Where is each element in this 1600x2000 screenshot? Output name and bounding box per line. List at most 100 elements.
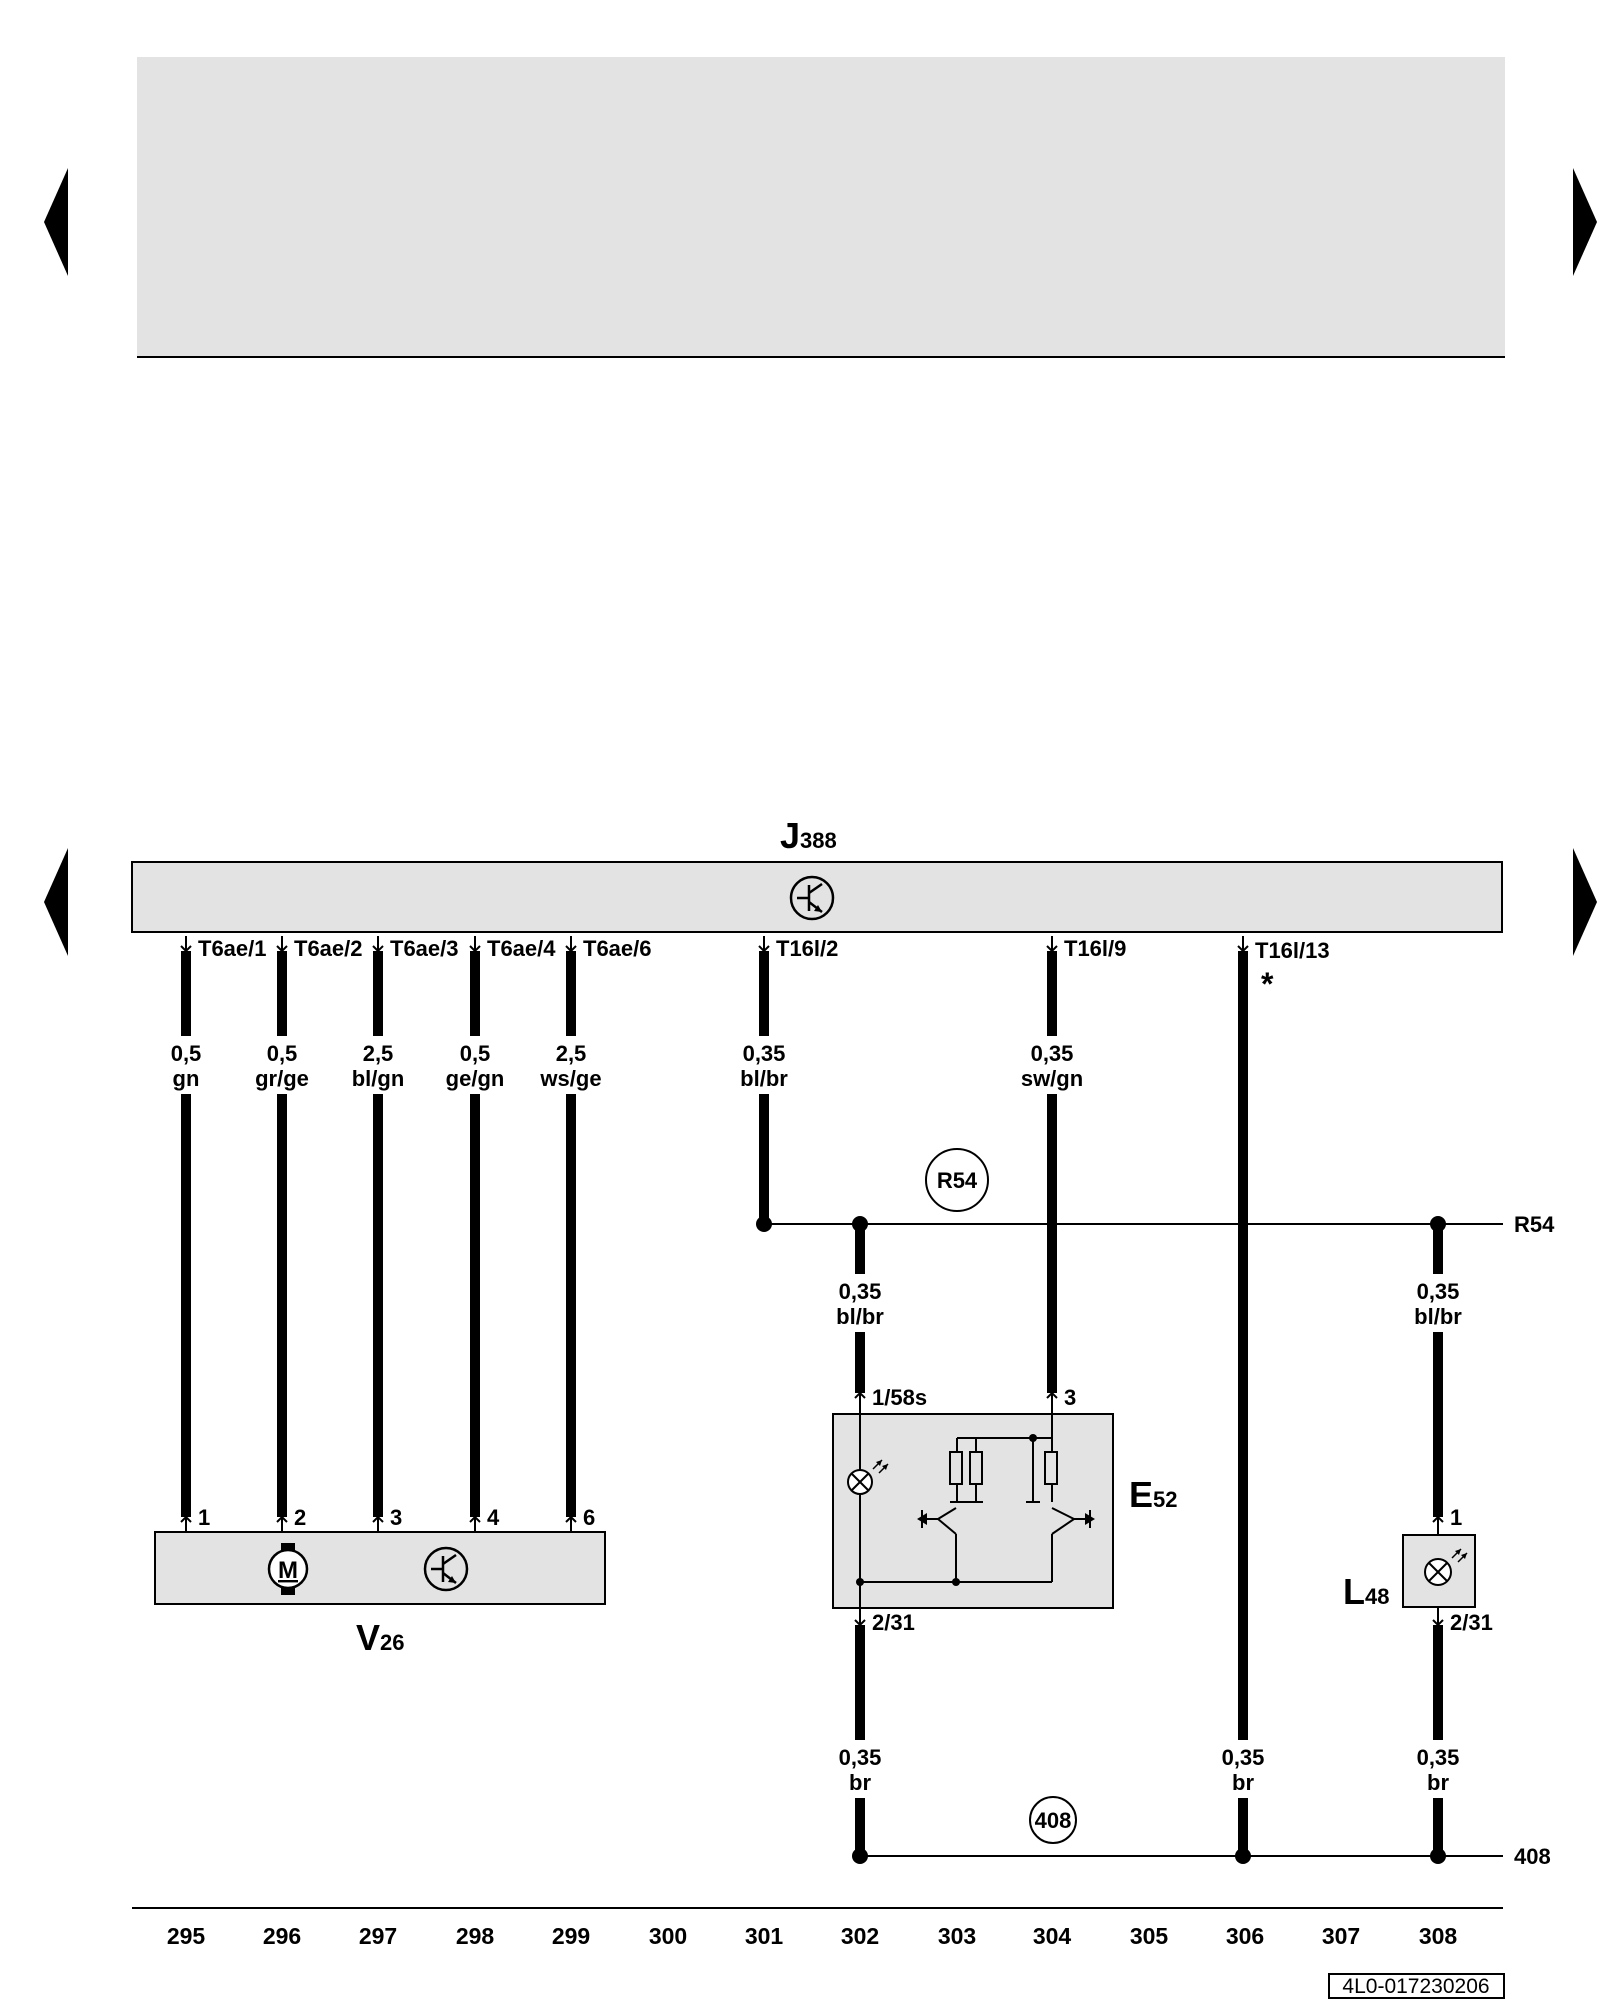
v26-pin-6: 6	[583, 1505, 595, 1530]
r54-right-label: R54	[1514, 1212, 1555, 1237]
wire-color-296: gr/ge	[255, 1066, 309, 1091]
pin-label-t6ae-4: T6ae/4	[487, 936, 556, 961]
v26-pins	[180, 1515, 577, 1532]
column-number: 295	[167, 1923, 206, 1949]
column-number: 307	[1322, 1923, 1360, 1949]
wire-color-302-top: bl/br	[836, 1304, 884, 1329]
wire-302-bottom-label-mask	[830, 1740, 890, 1798]
ground-junction-302	[852, 1848, 868, 1864]
v26-pin-1: 1	[198, 1505, 210, 1530]
pin-label-t6ae-6: T6ae/6	[583, 936, 652, 961]
column-numbers: 295 296 297 298 299 300 301 302 303 304 …	[167, 1923, 1458, 1949]
e52-pin-2-31: 2/31	[872, 1610, 915, 1635]
wire-size-299: 2,5	[556, 1041, 587, 1066]
wire-color-298: ge/gn	[446, 1066, 505, 1091]
e52-left-arrow-icon	[917, 1513, 927, 1525]
column-number: 298	[456, 1923, 495, 1949]
wire-color-295: gn	[173, 1066, 200, 1091]
e52-right-arrow-icon	[1085, 1513, 1095, 1525]
r54-junction-308	[1430, 1216, 1446, 1232]
l48-lamp-icon	[1424, 1548, 1468, 1586]
motor-icon: M	[267, 1543, 309, 1595]
wire-size-302-top: 0,35	[839, 1279, 882, 1304]
e52-label: E52	[1129, 1474, 1178, 1515]
pin-label-t16l-9: T16l/9	[1064, 936, 1126, 961]
column-number: 305	[1130, 1923, 1169, 1949]
wire-size-298: 0,5	[460, 1041, 491, 1066]
svg-text:R54: R54	[937, 1168, 978, 1193]
v26-wires	[181, 951, 576, 1517]
wire-size-297: 2,5	[363, 1041, 394, 1066]
ground-408-node-circle: 408	[1029, 1796, 1077, 1844]
column-number: 304	[1033, 1923, 1072, 1949]
column-number: 303	[938, 1923, 976, 1949]
v26-label: V26	[356, 1617, 405, 1658]
wire-color-297: bl/gn	[352, 1066, 405, 1091]
l48-pin-2-31: 2/31	[1450, 1610, 1493, 1635]
wire-308-top-label-mask	[1408, 1274, 1468, 1332]
v26-pin-2: 2	[294, 1505, 306, 1530]
wire-size-301: 0,35	[743, 1041, 786, 1066]
column-number: 301	[745, 1923, 784, 1949]
j388-electronics-icon	[789, 875, 835, 921]
v26-electronics-icon	[423, 1546, 469, 1592]
wire-size-296: 0,5	[267, 1041, 298, 1066]
column-number: 296	[263, 1923, 301, 1949]
r54-junction-301	[756, 1216, 772, 1232]
wire-color-308-bottom: br	[1427, 1770, 1449, 1795]
prev-section-arrow-icon[interactable]	[44, 848, 68, 956]
pin-label-t6ae-3: T6ae/3	[390, 936, 459, 961]
wire-304-label-mask	[1019, 1036, 1085, 1094]
wire-color-308-top: bl/br	[1414, 1304, 1462, 1329]
e52-switch-component[interactable]	[832, 1413, 1114, 1609]
pin-label-t16l-2: T16l/2	[776, 936, 838, 961]
wire-size-304: 0,35	[1031, 1041, 1074, 1066]
svg-text:M: M	[278, 1557, 298, 1584]
diagram-id: 4L0-017230206	[1342, 1975, 1489, 1998]
j388-label: J388	[780, 815, 837, 856]
wire-size-295: 0,5	[171, 1041, 202, 1066]
wire-color-301: bl/br	[740, 1066, 788, 1091]
wire-size-308-bottom: 0,35	[1417, 1745, 1460, 1770]
e52-junction-bottom-mid	[952, 1578, 960, 1586]
wire-306-label-mask	[1213, 1740, 1273, 1798]
prev-page-arrow-icon[interactable]	[44, 168, 68, 276]
v26-pin-4: 4	[487, 1505, 500, 1530]
wire-size-302-bottom: 0,35	[839, 1745, 882, 1770]
ground-408-right-label: 408	[1514, 1844, 1551, 1869]
wire-308-bottom-label-mask	[1408, 1740, 1468, 1798]
upper-panel	[137, 57, 1505, 357]
e52-top-pins	[854, 1391, 1058, 1414]
ground-junction-306	[1235, 1848, 1251, 1864]
e52-junction-top	[1029, 1434, 1037, 1442]
e52-junction-bottom-left	[856, 1578, 864, 1586]
column-number: 306	[1226, 1923, 1264, 1949]
column-number: 308	[1419, 1923, 1458, 1949]
wire-size-306: 0,35	[1222, 1745, 1265, 1770]
e52-pin-3: 3	[1064, 1385, 1076, 1410]
wire-color-299: ws/ge	[539, 1066, 601, 1091]
pin-label-t6ae-1: T6ae/1	[198, 936, 267, 961]
v26-pin-3: 3	[390, 1505, 402, 1530]
next-section-arrow-icon[interactable]	[1573, 848, 1597, 956]
j388-control-unit[interactable]	[131, 861, 1503, 933]
v26-component[interactable]	[154, 1531, 606, 1605]
e52-lamp-icon	[847, 1459, 889, 1495]
l48-pin-1: 1	[1450, 1505, 1462, 1530]
wire-color-302-bottom: br	[849, 1770, 871, 1795]
column-number: 299	[552, 1923, 590, 1949]
r54-junction-302	[852, 1216, 868, 1232]
next-page-arrow-icon[interactable]	[1573, 168, 1597, 276]
v26-wire-label-masks	[166, 1036, 603, 1094]
diagram-id-box	[1328, 1973, 1505, 1999]
e52-pin-1-58s: 1/58s	[872, 1385, 927, 1410]
footnote-asterisk: *	[1261, 966, 1274, 1002]
wire-size-308-top: 0,35	[1417, 1279, 1460, 1304]
l48-label: L48	[1343, 1571, 1389, 1612]
wire-color-304: sw/gn	[1021, 1066, 1083, 1091]
ground-junction-308	[1430, 1848, 1446, 1864]
column-number: 297	[359, 1923, 397, 1949]
pin-label-t6ae-2: T6ae/2	[294, 936, 363, 961]
pin-label-t16l-13: T16l/13	[1255, 938, 1330, 963]
